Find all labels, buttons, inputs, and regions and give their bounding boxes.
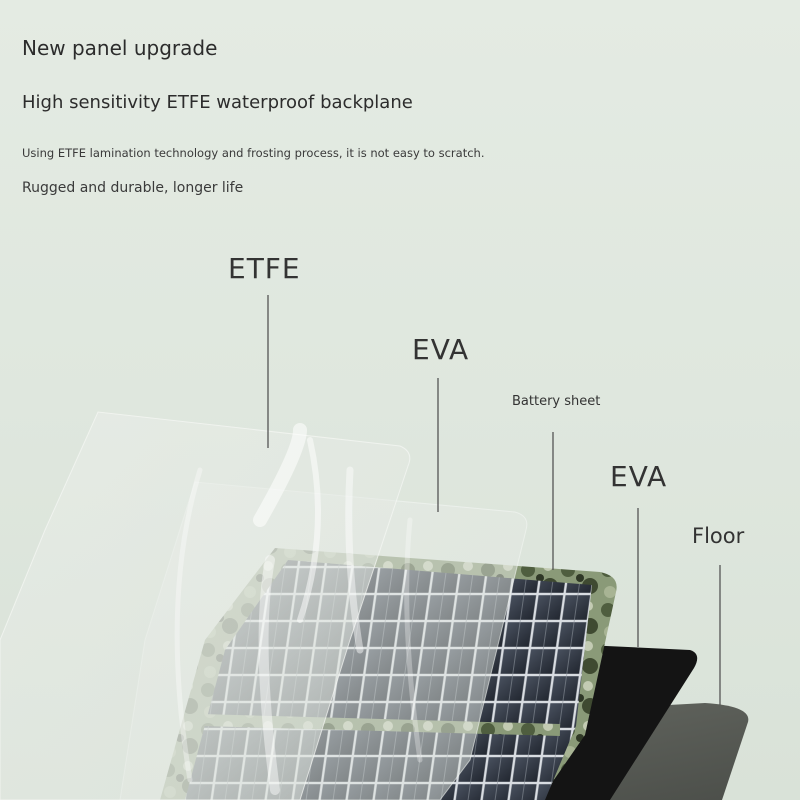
etfe-layer [0,411,411,800]
label-etfe: ETFE [228,252,301,285]
label-eva-bottom: EVA [610,460,668,493]
headline: New panel upgrade [22,36,218,60]
label-battery-sheet: Battery sheet [512,394,601,409]
description: Using ETFE lamination technology and fro… [22,146,485,160]
subheadline: High sensitivity ETFE waterproof backpla… [22,92,413,113]
tagline: Rugged and durable, longer life [22,180,244,196]
leader-lines [267,295,721,705]
label-eva-top: EVA [412,333,470,366]
gloss-highlights [174,423,423,795]
label-floor: Floor [692,524,745,548]
